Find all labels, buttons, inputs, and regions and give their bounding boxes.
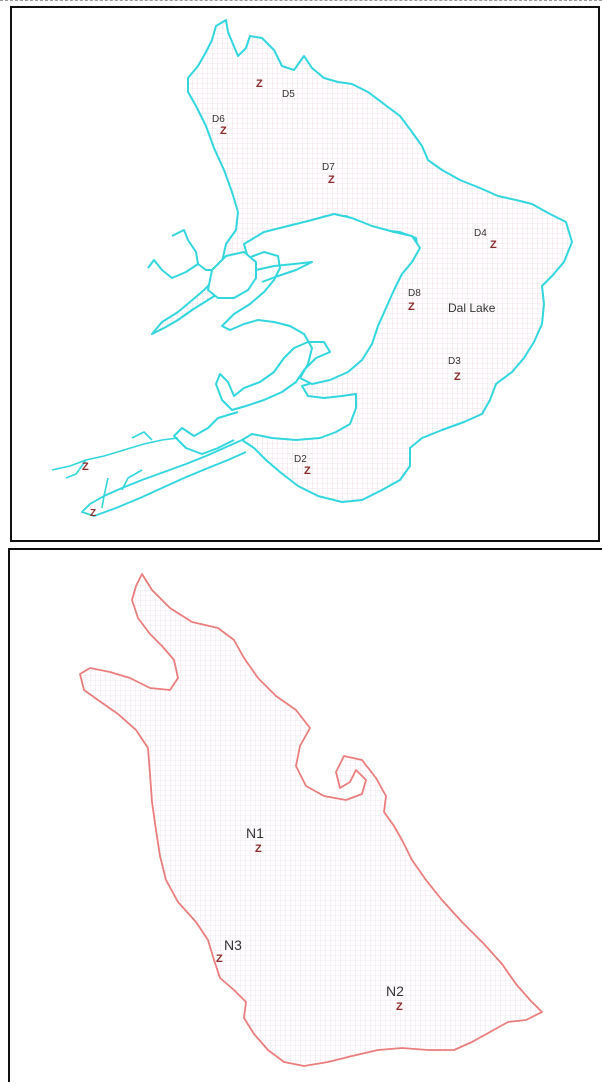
dal-south-lobe [173, 411, 239, 455]
svg-text:N2: N2 [386, 983, 404, 999]
svg-text:D4: D4 [474, 228, 487, 239]
top-dashed-rule [0, 0, 602, 1]
dal-outflow-channel [81, 439, 247, 517]
nigeen-lake-map: N1 Z N3 Z N2 Z [79, 573, 543, 1067]
dal-site-d4: D4 Z [474, 228, 497, 251]
svg-text:D5: D5 [282, 89, 295, 100]
dal-west-arm [207, 251, 257, 299]
svg-text:N3: N3 [224, 937, 242, 953]
svg-text:Z: Z [408, 301, 415, 313]
nigeen-lake-outline [79, 573, 543, 1067]
svg-text:Z: Z [90, 508, 96, 519]
svg-text:N1: N1 [246, 825, 264, 841]
svg-text:Z: Z [216, 953, 223, 965]
svg-text:D2: D2 [294, 454, 307, 465]
dal-south-channels [215, 341, 331, 411]
dal-lake-outline [151, 19, 573, 503]
dal-west-spur [255, 261, 313, 283]
svg-text:Z: Z [396, 1001, 403, 1013]
svg-text:D7: D7 [322, 162, 335, 173]
svg-text:Z: Z [328, 174, 335, 186]
svg-text:Z: Z [304, 465, 311, 477]
dal-west-arm-hook [147, 229, 212, 279]
dal-site-d2: D2 Z [294, 454, 311, 477]
dal-lake-label: Dal Lake [448, 301, 496, 315]
svg-text:D6: D6 [212, 114, 225, 125]
dal-outflow-markers: Z Z [82, 461, 96, 519]
dal-site-d7: D7 Z [322, 162, 335, 186]
svg-text:Z: Z [82, 461, 89, 473]
dal-island-outline [221, 213, 421, 385]
svg-text:Z: Z [220, 125, 227, 137]
dal-outflow-branches [51, 431, 179, 509]
nigeen-site-n2: N2 Z [386, 983, 404, 1013]
dal-site-d8: D8 Z [408, 288, 421, 313]
svg-text:D8: D8 [408, 288, 421, 299]
dal-site-d5: D5 Z [256, 78, 295, 100]
dal-lake-map-panel: D5 Z D6 Z D7 Z D4 Z D8 Z D3 Z D2 Z Dal L… [10, 6, 600, 542]
svg-text:Z: Z [255, 843, 262, 855]
dal-site-d3: D3 Z [448, 356, 461, 383]
dal-site-d6: D6 Z [212, 114, 227, 137]
svg-text:Z: Z [454, 371, 461, 383]
nigeen-site-n1: N1 Z [246, 825, 264, 855]
svg-text:Z: Z [490, 239, 497, 251]
svg-text:Z: Z [256, 78, 263, 90]
svg-text:D3: D3 [448, 356, 461, 367]
nigeen-lake-map-panel: N1 Z N3 Z N2 Z [8, 548, 602, 1082]
dal-lake-map: D5 Z D6 Z D7 Z D4 Z D8 Z D3 Z D2 Z Dal L… [51, 19, 573, 519]
nigeen-site-n3: N3 Z [216, 937, 242, 965]
